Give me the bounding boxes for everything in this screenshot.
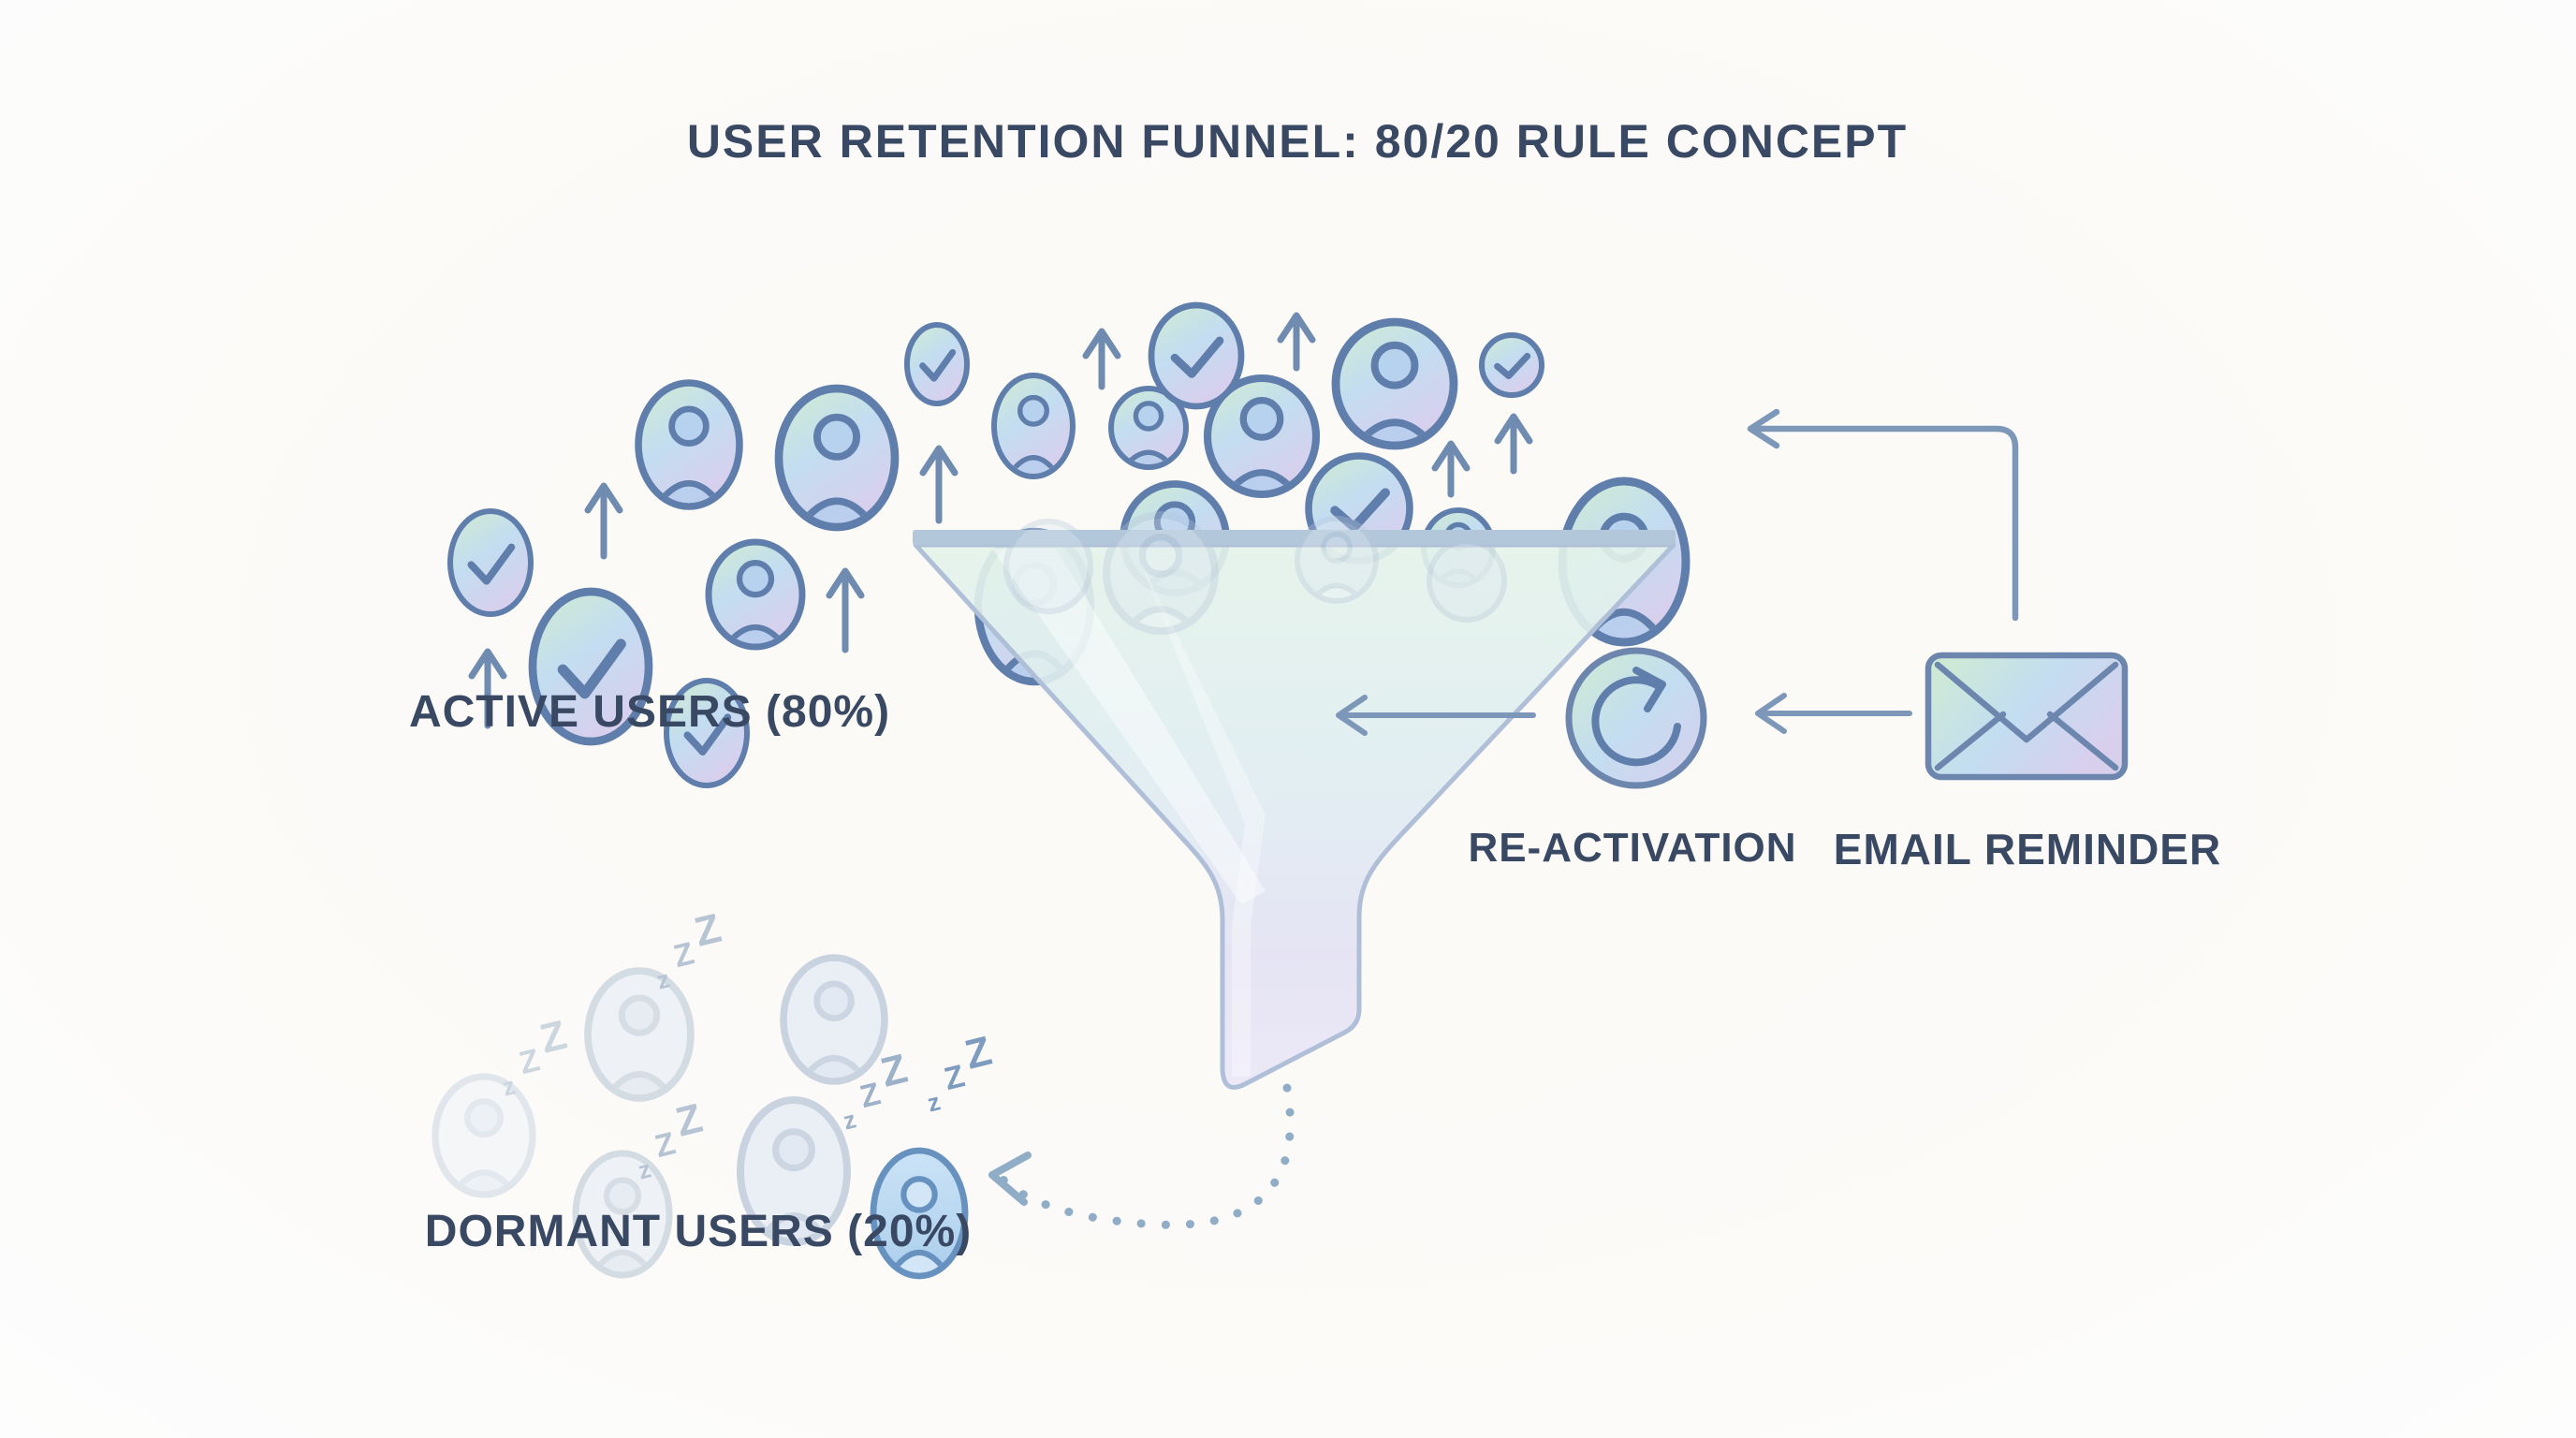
svg-text:Z: Z	[516, 1042, 543, 1081]
check-badge	[446, 507, 534, 618]
user-avatar	[991, 373, 1076, 479]
growth-up-arrow-icon	[826, 567, 865, 653]
person-icon	[748, 1128, 840, 1240]
growth-up-arrow-icon	[1277, 312, 1316, 372]
svg-text:z: z	[841, 1105, 859, 1135]
ghost-avatar	[1427, 538, 1507, 623]
svg-text:Z: Z	[876, 1046, 912, 1096]
funnel-rim	[913, 530, 1676, 545]
email-reminder-label: EMAIL REMINDER	[1833, 825, 2222, 873]
svg-text:Z: Z	[535, 1012, 571, 1063]
check-icon	[683, 713, 732, 756]
person-icon	[1303, 531, 1370, 598]
funnel-ghost-avatars	[1003, 510, 1507, 636]
person-icon	[582, 1177, 663, 1272]
dormant-avatar	[432, 1073, 536, 1198]
dormant-avatar	[737, 1096, 851, 1246]
user-avatar	[774, 384, 900, 532]
check-icon	[1170, 336, 1224, 378]
svg-text:Z: Z	[690, 905, 725, 956]
check-badge	[1479, 332, 1544, 398]
ghost-avatar	[1003, 518, 1094, 615]
user-avatar	[635, 379, 743, 510]
dormant-avatar	[584, 967, 695, 1102]
check-badge	[1148, 301, 1245, 410]
check-icon	[557, 638, 626, 699]
reactivation-to-funnel-arrow	[1336, 695, 1536, 736]
growth-up-arrow-icon	[1494, 413, 1533, 475]
reactivation-refresh-icon	[1565, 647, 1707, 789]
active-users-label: ACTIVE USERS (80%)	[408, 687, 891, 737]
dormant-avatar	[780, 954, 888, 1085]
svg-text:z: z	[925, 1087, 944, 1117]
check-icon	[467, 543, 516, 585]
dormant-avatar	[870, 1147, 969, 1280]
person-icon	[787, 413, 886, 523]
funnel-highlight	[992, 549, 1266, 904]
person-icon	[442, 1098, 526, 1192]
dormant-avatar	[572, 1150, 673, 1279]
user-avatar	[1203, 374, 1321, 499]
funnel-body	[913, 542, 1676, 1090]
svg-text:Z: Z	[941, 1058, 968, 1097]
zzz-sleep-label: zZZ	[925, 1028, 997, 1118]
person-icon	[1000, 394, 1067, 474]
svg-text:Z: Z	[671, 1095, 707, 1146]
growth-up-arrow-icon	[584, 482, 623, 560]
person-icon	[1116, 401, 1181, 464]
check-icon	[1330, 488, 1390, 533]
svg-text:Z: Z	[651, 1125, 679, 1165]
growth-up-arrow-icon	[468, 648, 507, 729]
page-title: USER RETENTION FUNNEL: 80/20 RULE CONCEP…	[686, 115, 1909, 168]
person-icon	[790, 980, 878, 1078]
growth-up-arrow-icon	[1431, 440, 1471, 498]
user-avatar	[1331, 317, 1458, 450]
check-badge	[528, 587, 653, 746]
person-icon	[880, 1176, 959, 1273]
person-icon	[715, 560, 796, 644]
growth-up-arrow-icon	[1082, 328, 1121, 390]
check-badge	[904, 322, 970, 406]
dormant-users-label: DORMANT USERS (20%)	[424, 1207, 973, 1256]
ghost-avatar	[1102, 510, 1220, 636]
growth-up-arrow-icon	[919, 445, 959, 524]
person-icon	[1114, 534, 1208, 627]
user-avatar	[705, 538, 806, 651]
funnel-shape	[913, 530, 1676, 1090]
person-icon	[1344, 341, 1445, 442]
email-to-reactivation-arrow	[1755, 693, 1912, 734]
dormant-return-arrow	[988, 1083, 1295, 1229]
check-icon	[919, 348, 957, 382]
check-badge	[663, 677, 751, 789]
elbow-return-arrow	[1747, 408, 2019, 622]
svg-text:Z: Z	[670, 935, 697, 975]
reactivation-label: RE-ACTIVATION	[1468, 825, 1797, 871]
ghost-avatar	[1295, 516, 1379, 604]
person-icon	[1215, 397, 1309, 491]
person-icon	[594, 994, 684, 1095]
check-icon	[1494, 352, 1531, 380]
person-icon	[645, 405, 733, 504]
reactivation-flow	[1336, 408, 2129, 789]
funnel-highlight	[1095, 549, 1266, 1077]
email-icon	[1925, 652, 2129, 781]
svg-text:Z: Z	[960, 1028, 996, 1078]
user-avatar	[1108, 386, 1189, 470]
svg-text:Z: Z	[856, 1076, 884, 1115]
